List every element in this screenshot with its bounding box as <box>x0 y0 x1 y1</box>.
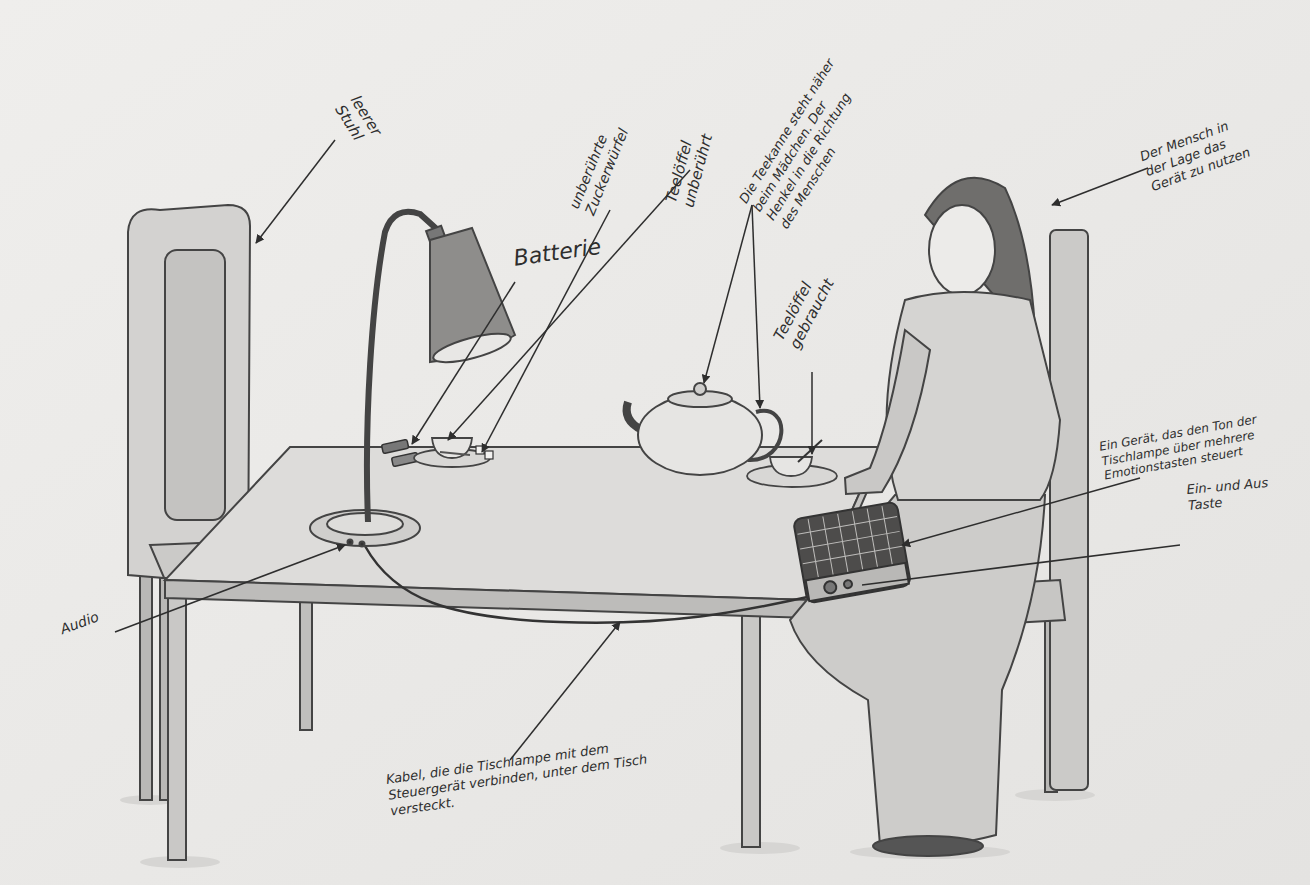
table-lamp-part <box>431 328 513 368</box>
table-part <box>165 447 880 600</box>
annotation-label: Ein Gerät, das den Ton der Tischlampe üb… <box>1098 404 1308 483</box>
untouched-teacup-part <box>440 452 470 455</box>
emotion-control-device-part-part <box>867 509 878 571</box>
emotion-control-device-part <box>793 501 911 603</box>
occupied-chair-part <box>1050 230 1088 790</box>
annotation-label: Der Mensch in der Lage das Gerät zu nutz… <box>1138 112 1260 195</box>
leader-lines-part <box>862 545 1180 585</box>
table-part <box>300 590 312 730</box>
annotation-label: leerer Stuhl <box>331 92 395 164</box>
emotion-control-device-part-part <box>803 546 902 564</box>
table-lamp-part <box>348 540 353 545</box>
emotion-control-device-part-part <box>823 516 834 578</box>
leader-lines-part <box>510 622 620 760</box>
annotation-label: Teelöffel unberührt <box>662 89 727 210</box>
sugar-cubes-part <box>485 451 493 459</box>
used-teacup-part <box>798 440 822 462</box>
leader-lines-part <box>811 372 813 454</box>
emotion-control-device-part <box>823 580 837 594</box>
table-lamp <box>310 212 515 547</box>
untouched-teacup <box>414 438 490 467</box>
untouched-teacup-part <box>432 438 472 458</box>
empty-chair-part <box>140 560 152 800</box>
annotation-label: Kabel, die die Tischlampe mit dem Steuer… <box>385 735 654 819</box>
emotion-control-device-part-part <box>798 517 897 535</box>
seated-girl-part <box>929 205 995 295</box>
annotation-label: Audio <box>58 601 122 638</box>
emotion-control-device <box>793 501 911 603</box>
battery-part <box>381 439 408 453</box>
annotation-label: unberührte Zuckerwürfel <box>566 101 640 218</box>
seated-girl-part <box>790 495 1045 847</box>
emotion-control-device-part-part <box>882 506 893 568</box>
emotion-control-device-part-part <box>852 511 863 573</box>
seated-girl-part <box>845 330 930 494</box>
leader-lines-part <box>1052 168 1148 205</box>
annotation-label: Batterie <box>512 231 625 273</box>
leader-lines-part <box>256 140 335 243</box>
annotation-label: Teelöffel gebraucht <box>770 254 846 352</box>
emotion-control-device-part-part <box>838 514 849 576</box>
annotation-label: Ein- und Aus Taste <box>1186 474 1283 514</box>
leader-lines-part <box>115 545 345 632</box>
teapot-part <box>694 383 706 395</box>
empty-chair-part <box>165 250 225 520</box>
annotation-label: Die Teekanne steht näher beim Mädchen. D… <box>736 54 880 232</box>
lamp-cable <box>365 546 812 623</box>
used-teacup-part <box>770 457 812 476</box>
emotion-control-device-part <box>806 563 909 601</box>
table-part <box>742 612 760 847</box>
used-teacup <box>747 440 837 487</box>
table-lamp-part <box>360 542 365 547</box>
emotion-control-device-part-part <box>808 519 819 581</box>
leader-lines-part <box>902 478 1140 545</box>
emotion-control-device-part <box>843 580 852 589</box>
table-part <box>165 580 812 618</box>
leader-lines-part <box>448 170 690 440</box>
leader-lines-part <box>752 205 760 408</box>
leader-lines <box>115 140 1180 760</box>
leader-lines-part <box>704 205 752 383</box>
table-part <box>168 595 186 860</box>
emotion-control-device-part-part <box>800 531 899 549</box>
table <box>165 447 880 860</box>
seated-girl-part <box>873 836 983 856</box>
teapot <box>627 383 782 475</box>
